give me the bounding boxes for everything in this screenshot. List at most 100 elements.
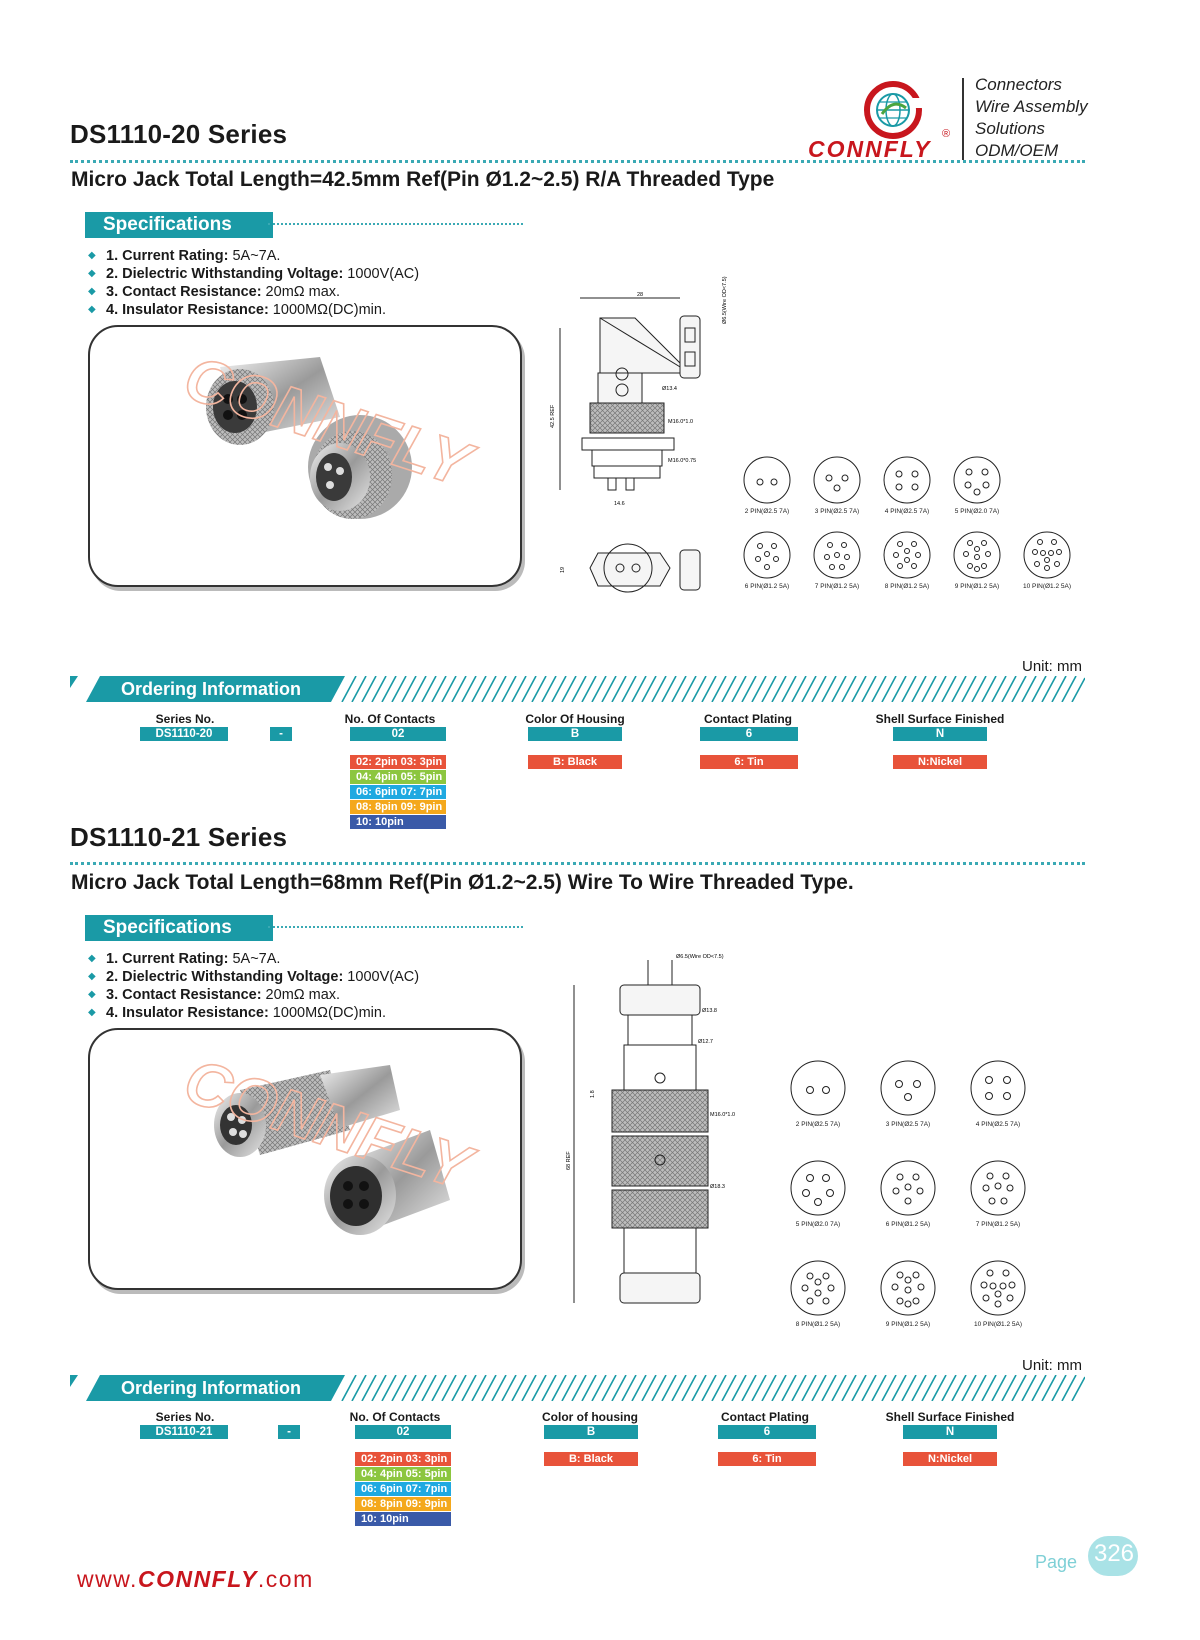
option-item: 06: 6pin 07: 7pin [350,785,446,799]
title-divider [70,862,1085,865]
pin-label: 2 PIN(Ø2.5 7A) [795,1121,841,1128]
plating-option: 6: Tin [700,755,798,769]
globe-logo-icon [864,81,924,139]
spec-item: 2. Dielectric Withstanding Voltage: 1000… [88,968,419,986]
pin-circles [743,456,1071,579]
product-photo-frame: CONNFLY [88,325,522,587]
unit-note: Unit: mm [1022,658,1082,675]
option-item: 02: 2pin 03: 3pin [355,1452,451,1466]
contacts-value: 02 [350,727,446,741]
pin-label: 4 PIN(Ø2.5 7A) [975,1121,1021,1128]
col-plating: Contact Plating [720,1410,809,1424]
dim-thread: M16.0*1.0 [668,419,693,425]
col-shell: Shell Surface Finished [875,712,1005,726]
dim-length: 42.5 REF [550,404,556,428]
option-item: 10: 10pin [350,815,446,829]
technical-drawing: 28 Ø6.5(Wire OD<7.5) Ø13.4 M16.0*1.0 M16… [550,276,728,593]
option-item: 08: 8pin 09: 9pin [350,800,446,814]
spec-list: 1. Current Rating: 5A~7A. 2. Dielectric … [88,247,419,319]
url-suffix: .com [257,1566,314,1592]
dim-length: 68 REF [566,1151,572,1170]
pin-label: 2 PIN(Ø2.5 7A) [744,508,790,515]
product-photo-frame: CONNFLY [88,1028,522,1290]
spec-item: 3. Contact Resistance: 20mΩ max. [88,283,419,301]
brand-logo [838,78,948,158]
connector-photo: CONNFLY [175,1046,484,1235]
series-value: DS1110-20 [140,727,228,741]
spec-divider [268,926,523,928]
option-item: 08: 8pin 09: 9pin [355,1497,451,1511]
col-series: Series No. [155,1410,215,1424]
specifications-heading: Specifications [85,915,273,941]
product-subtitle: Micro Jack Total Length=42.5mm Ref(Pin Ø… [71,168,775,191]
col-series: Series No. [155,712,215,726]
spec-item: 3. Contact Resistance: 20mΩ max. [88,986,419,1004]
shell-option: N:Nickel [893,755,987,769]
specifications-heading: Specifications [85,212,273,238]
pin-layouts: 2 PIN(Ø2.5 7A) 3 PIN(Ø2.5 7A) 4 PIN(Ø2.5… [780,1060,1070,1360]
option-item: 06: 6pin 07: 7pin [355,1482,451,1496]
page-label: Page [1035,1552,1078,1572]
contact-options: 02: 2pin 03: 3pin 04: 4pin 05: 5pin 06: … [355,1452,451,1527]
option-item: 02: 2pin 03: 3pin [350,755,446,769]
pin-label: 5 PIN(Ø2.0 7A) [954,508,1000,515]
housing-option: B: Black [528,755,622,769]
url-prefix: www. [77,1566,138,1592]
brand-tagline: Connectors Wire Assembly Solutions ODM/O… [975,74,1088,162]
dash-separator: - [278,1425,300,1439]
unit-note: Unit: mm [1022,1357,1082,1374]
spec-item: 2. Dielectric Withstanding Voltage: 1000… [88,265,419,283]
dim-thread: M16.0*1.0 [710,1112,735,1118]
shell-value: N [893,727,987,741]
registered-mark: ® [942,128,951,140]
spec-item: 1. Current Rating: 5A~7A. [88,950,419,968]
website-link[interactable]: www.CONNFLY.com [77,1566,314,1593]
pin-label: 6 PIN(Ø1.2 5A) [885,1221,931,1228]
pin-label: 5 PIN(Ø2.0 7A) [795,1221,841,1228]
col-contacts: No. Of Contacts [349,1410,441,1424]
pin-label: 3 PIN(Ø2.5 7A) [814,508,860,515]
col-housing: Color Of Housing [525,712,625,726]
pin-label: 3 PIN(Ø2.5 7A) [885,1121,931,1128]
ordering-bar [70,676,1085,702]
dim-diameter: Ø12.7 [698,1039,713,1045]
spec-item: 1. Current Rating: 5A~7A. [88,247,419,265]
housing-value: B [528,727,622,741]
dim-diameter: Ø13.8 [702,1008,717,1014]
url-brand: CONNFLY [137,1566,258,1592]
product-subtitle: Micro Jack Total Length=68mm Ref(Pin Ø1.… [71,871,854,894]
dim-wire: Ø6.5(Wire OD<7.5) [676,954,724,960]
connector-photo: CONNFLY [175,343,484,519]
ordering-bar [70,1375,1085,1401]
housing-option: B: Black [544,1452,638,1466]
pin-label: 6 PIN(Ø1.2 5A) [744,583,790,590]
tagline-line: ODM/OEM [975,141,1059,160]
col-plating: Contact Plating [703,712,792,726]
pin-label: 10 PIN(Ø1.2 5A) [973,1321,1023,1328]
contact-options: 02: 2pin 03: 3pin 04: 4pin 05: 5pin 06: … [350,755,446,830]
col-housing: Color of housing [542,1410,638,1424]
page-number-badge [1088,1536,1138,1576]
shell-option: N:Nickel [903,1452,997,1466]
ordering-heading: Ordering Information [121,1378,301,1398]
housing-value: B [544,1425,638,1439]
page-number: 326 [1093,1540,1135,1567]
technical-drawing: Ø6.5(Wire OD<7.5) Ø13.8 Ø12.7 M16.0*1.0 … [566,954,735,1304]
dim-wire: Ø6.5(Wire OD<7.5) [722,276,728,324]
spec-item: 4. Insulator Resistance: 1000MΩ(DC)min. [88,1004,419,1022]
pin-label: 4 PIN(Ø2.5 7A) [884,508,930,515]
option-item: 04: 4pin 05: 5pin [355,1467,451,1481]
title-divider [70,160,1085,163]
spec-list: 1. Current Rating: 5A~7A. 2. Dielectric … [88,950,419,1022]
pin-label: 10 PIN(Ø1.2 5A) [1022,583,1072,590]
pin-circles [790,1060,1026,1316]
series-title: DS1110-21 Series [70,822,288,852]
dim-diameter: Ø18.3 [710,1184,725,1190]
pin-label: 9 PIN(Ø1.2 5A) [885,1321,931,1328]
plating-option: 6: Tin [718,1452,816,1466]
col-contacts: No. Of Contacts [344,712,436,726]
dim-thread: M16.0*0.75 [668,458,696,464]
tagline-line: Solutions [975,119,1045,138]
dim-side: 19 [560,567,566,573]
contacts-value: 02 [355,1425,451,1439]
